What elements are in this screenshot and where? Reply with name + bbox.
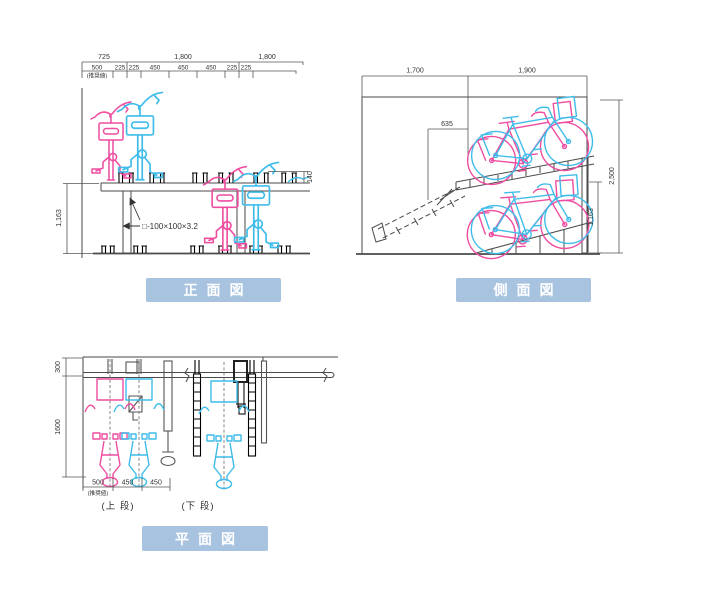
recommended-note: (推奨値) bbox=[87, 72, 108, 80]
plan-view-caption: 平面図 bbox=[142, 526, 268, 551]
side-height-dims: 2,500 1,163 bbox=[588, 99, 623, 254]
dim-label: 300 bbox=[55, 361, 62, 373]
dim-label: 635 bbox=[441, 121, 453, 128]
dim-label: 140 bbox=[307, 171, 314, 183]
front-bike-lower-cyan bbox=[232, 161, 280, 251]
side-outline bbox=[361, 96, 588, 255]
post-spec-label: □-100×100×3.2 bbox=[142, 222, 198, 231]
dim-label: 1,900 bbox=[518, 68, 536, 75]
dim-label: 450 bbox=[178, 65, 189, 72]
dim-label: 1600 bbox=[55, 419, 62, 435]
post-spec-annotation: □-100×100×3.2 bbox=[122, 197, 198, 231]
side-dimension-chain: 1,700 1,900 bbox=[361, 68, 588, 160]
plan-view: 300 1600 500 450 450 (推奨値) (上 段) (下 段) bbox=[55, 356, 338, 512]
dim-label: 1,163 bbox=[56, 209, 63, 227]
front-structure bbox=[81, 88, 310, 258]
side-view-caption: 側面図 bbox=[456, 278, 591, 302]
partial-bike-handlebar bbox=[287, 176, 310, 183]
front-height-dim: 1,163 bbox=[56, 183, 99, 254]
side-bike-lower-pink bbox=[463, 178, 592, 261]
front-rail-dim: 140 bbox=[268, 171, 314, 184]
side-view: 1,700 1,900 635 2,500 bbox=[356, 68, 623, 261]
dim-label: 225 bbox=[129, 65, 140, 72]
dim-label: 500 bbox=[92, 480, 104, 487]
dim-label: 225 bbox=[227, 65, 238, 72]
side-bike-lower-cyan bbox=[467, 173, 596, 256]
dim-label: 450 bbox=[150, 65, 161, 72]
front-dimension-chain: 725 1,800 1,800 500 225 225 450 450 450 … bbox=[81, 54, 304, 80]
dim-label: 1,800 bbox=[174, 54, 192, 61]
dim-label: 2,500 bbox=[609, 167, 616, 185]
front-view: 725 1,800 1,800 500 225 225 450 450 450 … bbox=[56, 54, 314, 258]
plan-structure bbox=[82, 356, 338, 492]
dim-label: 1,800 bbox=[258, 54, 276, 61]
dim-label: 450 bbox=[206, 65, 217, 72]
dim-label: 1,163 bbox=[588, 208, 595, 226]
dim-label: 225 bbox=[115, 65, 126, 72]
recommended-note: (推奨値) bbox=[88, 489, 109, 497]
dim-label: 725 bbox=[98, 54, 110, 61]
dim-label: 225 bbox=[241, 65, 252, 72]
upper-tier-label: (上 段) bbox=[102, 500, 135, 512]
dim-label: 500 bbox=[92, 65, 103, 72]
dim-label: 450 bbox=[122, 480, 134, 487]
dim-label: 1,700 bbox=[406, 68, 424, 75]
dim-label: 450 bbox=[150, 480, 162, 487]
lower-tier-label: (下 段) bbox=[182, 500, 215, 512]
side-structure bbox=[356, 155, 600, 255]
front-view-caption: 正面図 bbox=[146, 278, 281, 302]
side-inner-dim: 635 bbox=[427, 121, 468, 200]
plan-dimensions: 300 1600 500 450 450 (推奨値) (上 段) (下 段) bbox=[55, 357, 215, 512]
